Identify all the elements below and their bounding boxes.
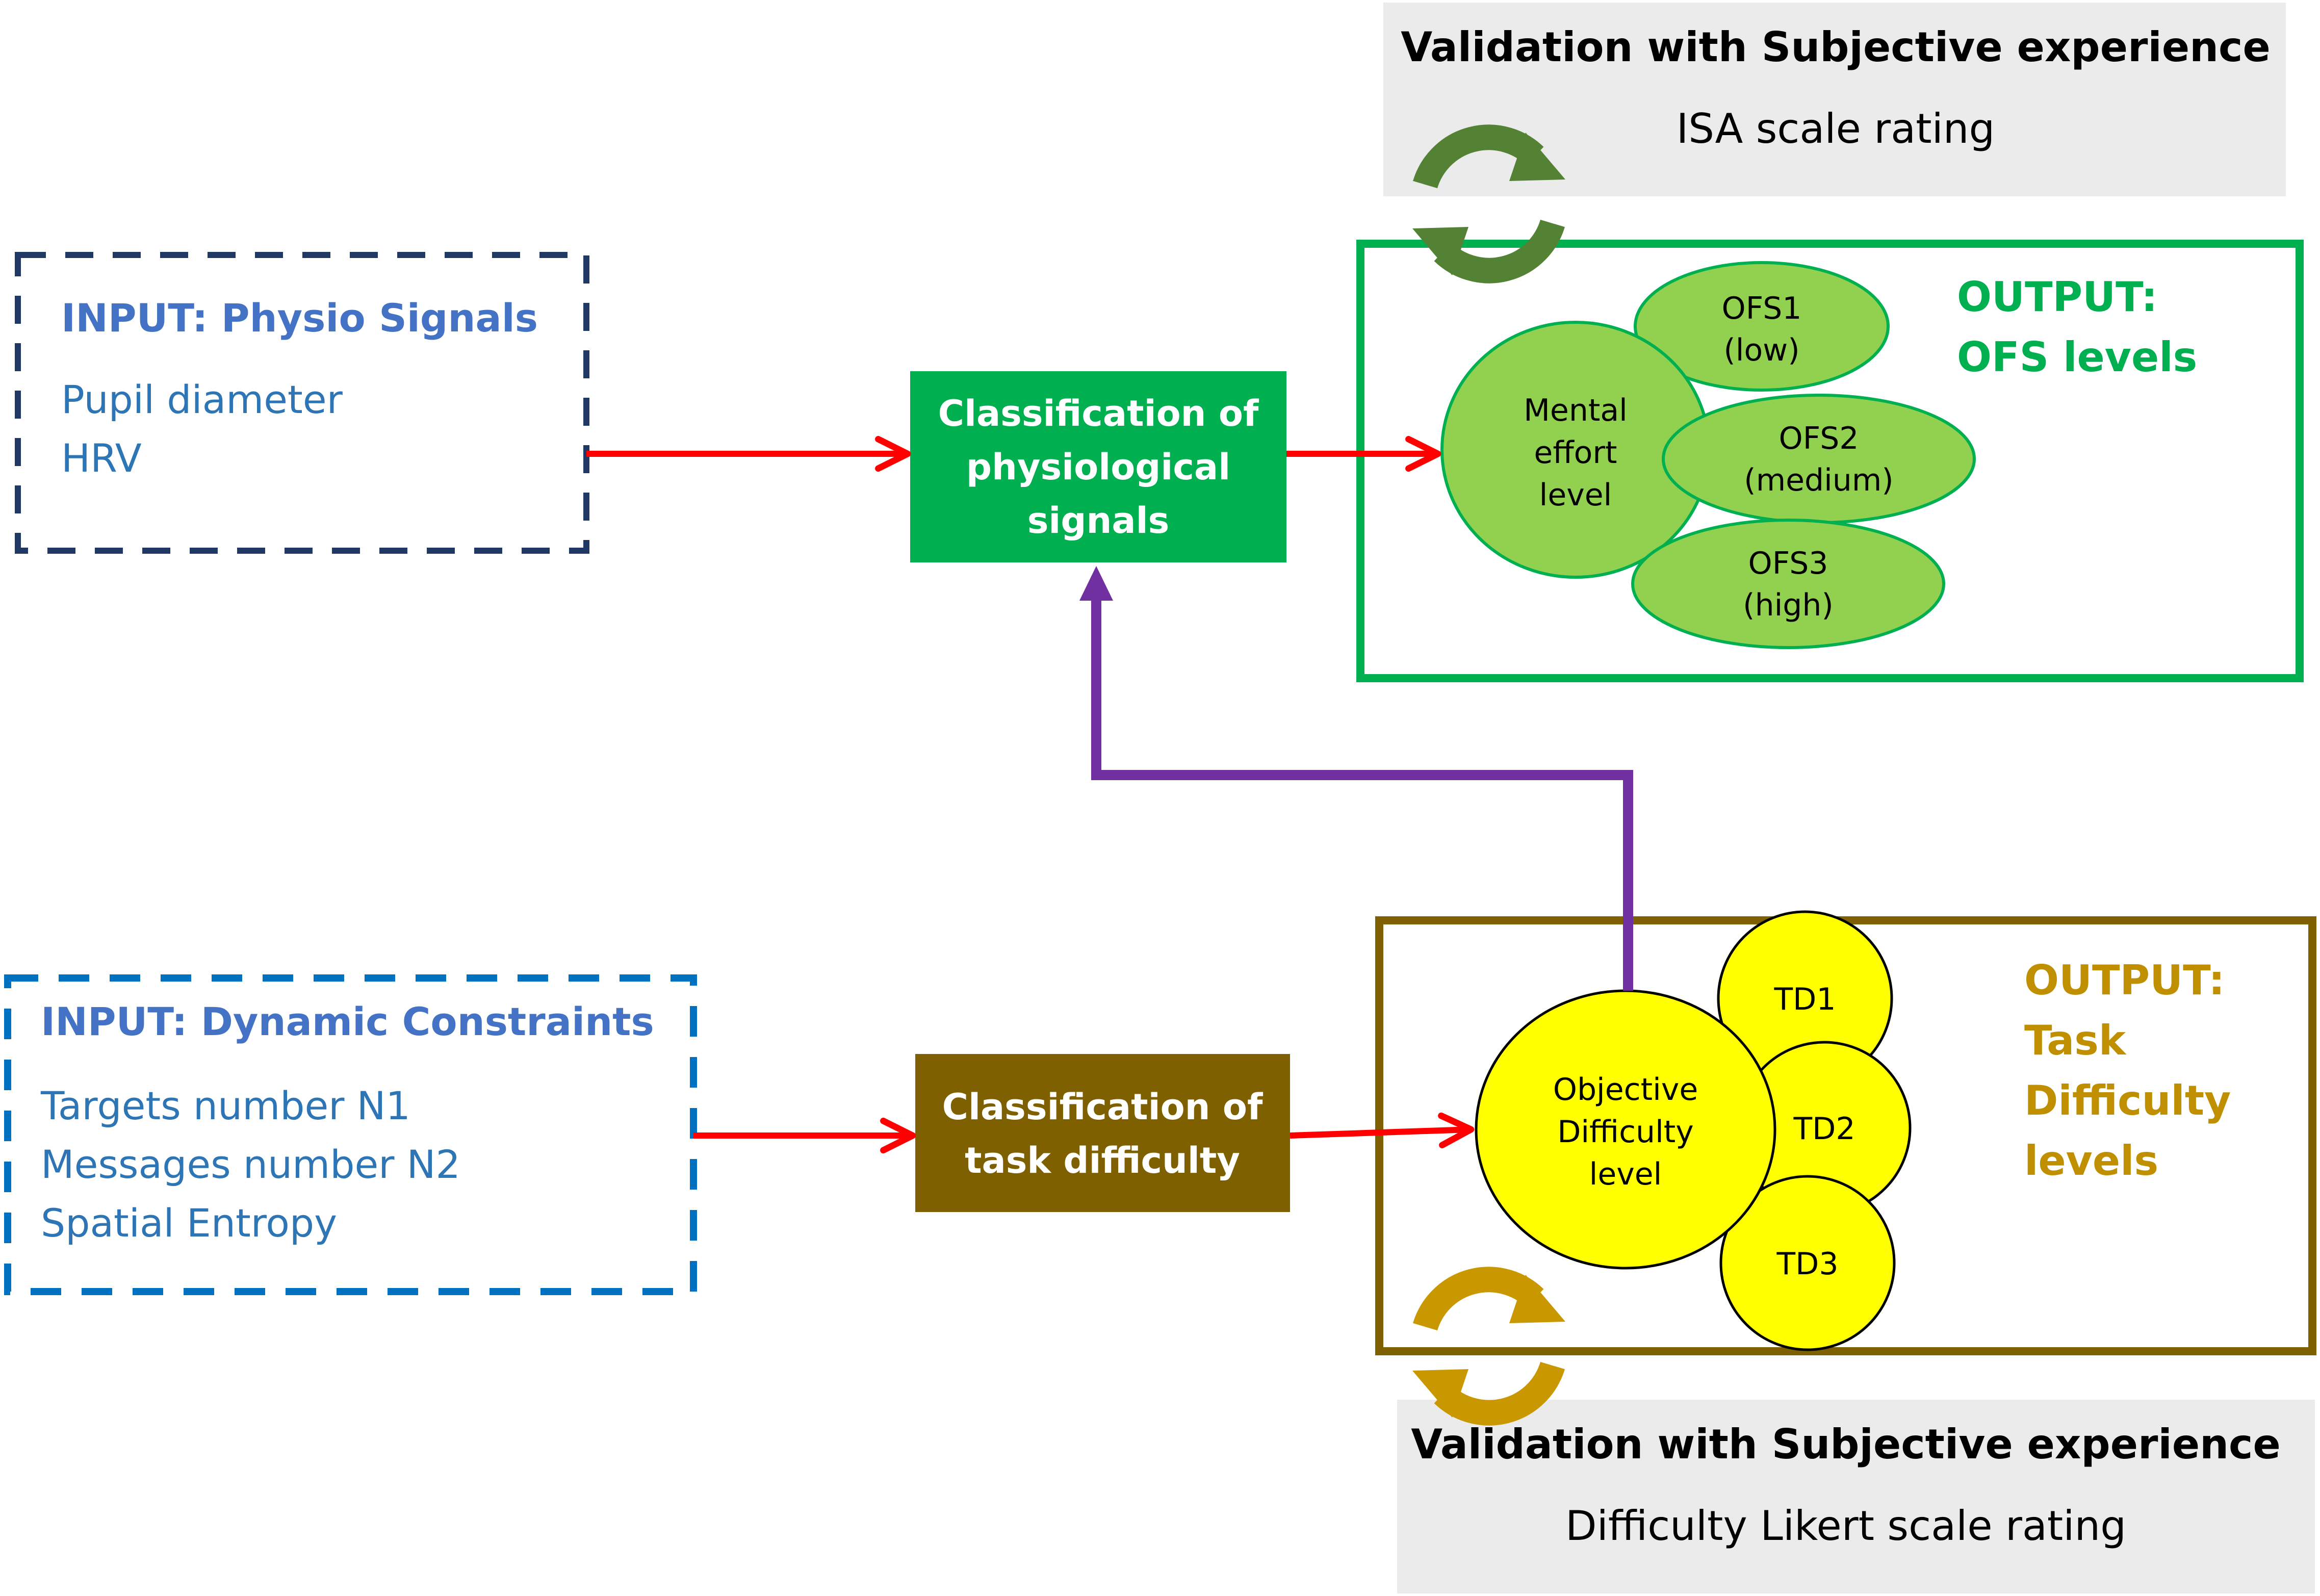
objective-difficulty-line: Objective xyxy=(1553,1072,1698,1108)
cycle-icon-green xyxy=(1412,124,1565,284)
output-ofs-box: OFS1 (low) Mental effort level OFS2 (med… xyxy=(1356,240,2304,682)
objective-difficulty-line: Difficulty xyxy=(1557,1114,1694,1150)
arrow-feedback-objective-to-physio xyxy=(1079,566,1633,991)
input-physio-title: INPUT: Physio Signals xyxy=(61,295,538,341)
ofs-level-label: OFS3 xyxy=(1748,546,1828,581)
input-physio-item: HRV xyxy=(61,435,142,481)
output-td-label: Difficulty xyxy=(2024,1077,2231,1124)
ofs-level-ellipse xyxy=(1634,261,1890,392)
objective-difficulty-line: level xyxy=(1589,1156,1662,1192)
ofs-level-label: (low) xyxy=(1723,332,1799,368)
mental-effort-line: level xyxy=(1539,477,1612,513)
td-level-circle xyxy=(1719,1175,1896,1351)
output-td-box: Objective Difficulty level TD1 TD2 TD3 O… xyxy=(1375,910,2316,1355)
cycle-icon-gold xyxy=(1412,1267,1565,1426)
classifier-task-line: task difficulty xyxy=(965,1140,1240,1181)
ofs-level-label: (medium) xyxy=(1744,462,1893,498)
validation-top-subtitle: ISA scale rating xyxy=(1677,105,1995,152)
input-dynamic-title: INPUT: Dynamic Constraints xyxy=(41,999,654,1044)
input-physio-item: Pupil diameter xyxy=(61,377,343,422)
input-dynamic-item: Messages number N2 xyxy=(41,1142,460,1187)
output-ofs-label: OFS levels xyxy=(1957,333,2197,381)
input-physio-box: INPUT: Physio Signals Pupil diameter HRV xyxy=(15,252,589,554)
validation-panel-bottom: Validation with Subjective experience Di… xyxy=(1397,1400,2315,1593)
ofs-level-ellipse xyxy=(1631,519,1945,649)
classifier-physio-line: physiological xyxy=(966,446,1230,488)
arrow-task-classifier-to-output xyxy=(1290,1112,1475,1149)
output-td-label: OUTPUT: xyxy=(2024,957,2225,1004)
ofs-level-label: (high) xyxy=(1743,587,1834,623)
ofs-level-ellipse xyxy=(1662,394,1976,524)
classifier-task-line: Classification of xyxy=(942,1086,1264,1128)
classifier-physio-line: signals xyxy=(1027,500,1170,542)
input-dynamic-item: Targets number N1 xyxy=(40,1083,410,1128)
validation-bottom-subtitle: Difficulty Likert scale rating xyxy=(1565,1502,2126,1550)
classifier-task-box: Classification of task difficulty xyxy=(915,1054,1290,1212)
td-level-label: TD3 xyxy=(1776,1246,1838,1282)
validation-bottom-title: Validation with Subjective experience xyxy=(1411,1421,2280,1468)
validation-top-title: Validation with Subjective experience xyxy=(1401,23,2270,71)
input-dynamic-item: Spatial Entropy xyxy=(41,1200,337,1246)
td-level-label: TD2 xyxy=(1793,1111,1855,1147)
output-td-label: levels xyxy=(2024,1137,2158,1185)
ofs-level-label: OFS1 xyxy=(1722,291,1802,326)
output-ofs-label: OUTPUT: xyxy=(1957,273,2157,321)
input-dynamic-box: INPUT: Dynamic Constraints Targets numbe… xyxy=(4,974,697,1295)
mental-effort-line: effort xyxy=(1534,435,1617,471)
td-level-label: TD1 xyxy=(1773,982,1836,1017)
ofs-level-label: OFS2 xyxy=(1779,421,1859,456)
classifier-physio-line: Classification of xyxy=(938,393,1259,434)
output-td-label: Task xyxy=(2024,1017,2127,1064)
classifier-physio-box: Classification of physiological signals xyxy=(910,371,1286,562)
mental-effort-line: Mental xyxy=(1524,393,1628,428)
